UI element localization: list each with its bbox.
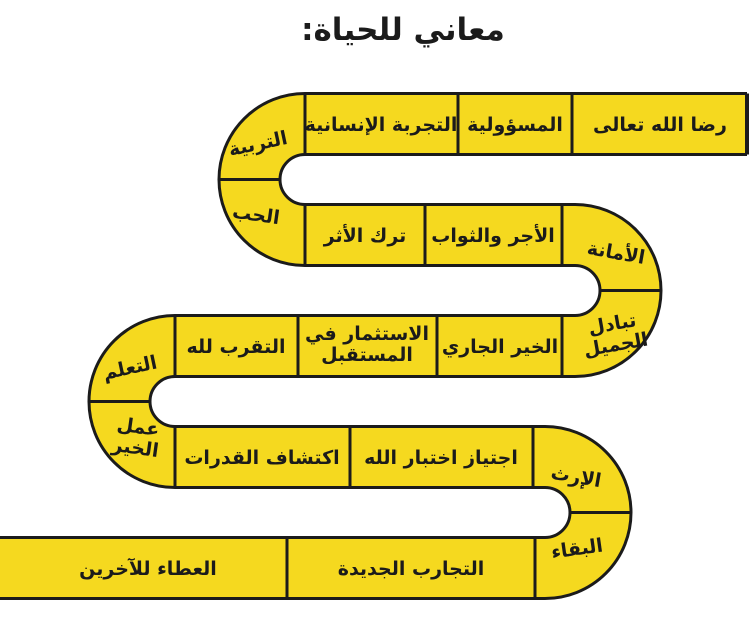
cell-label-ijtiyaz: اجتياز اختبار الله <box>364 447 518 469</box>
cell-label-amal-khayr: عمل الخير <box>110 413 161 462</box>
cell-label-taqarrub: التقرب لله <box>186 336 285 358</box>
cell-label-khayr-jari: الخير الجاري <box>442 336 558 359</box>
cell-label-tajarib-jadida: التجارب الجديدة <box>338 558 485 580</box>
cell-label-tajriba-insaniya: التجربة الإنسانية <box>305 114 458 136</box>
page-title: معاني للحياة: <box>301 12 505 48</box>
cell-label-istithmar: الاستثمار في المستقبل <box>305 323 429 366</box>
cell-label-ataa: العطاء للآخرين <box>79 557 217 580</box>
cell-label-masouliya: المسؤولية <box>467 114 563 136</box>
cell-label-line2: المستقبل <box>321 344 413 366</box>
road-surface <box>0 95 747 597</box>
cell-label-tark-athar: ترك الأثر <box>323 224 407 247</box>
cell-label-line1: الاستثمار في <box>305 323 429 345</box>
cell-label-ajr-thawab: الأجر والثواب <box>431 224 555 247</box>
cell-dividers <box>89 93 749 599</box>
cell-labels: رضا الله تعالى المسؤولية التجربة الإنسان… <box>79 114 727 580</box>
cell-label-rida-allah: رضا الله تعالى <box>593 114 727 136</box>
cell-label-iktishaf: اكتشاف القدرات <box>184 447 339 469</box>
